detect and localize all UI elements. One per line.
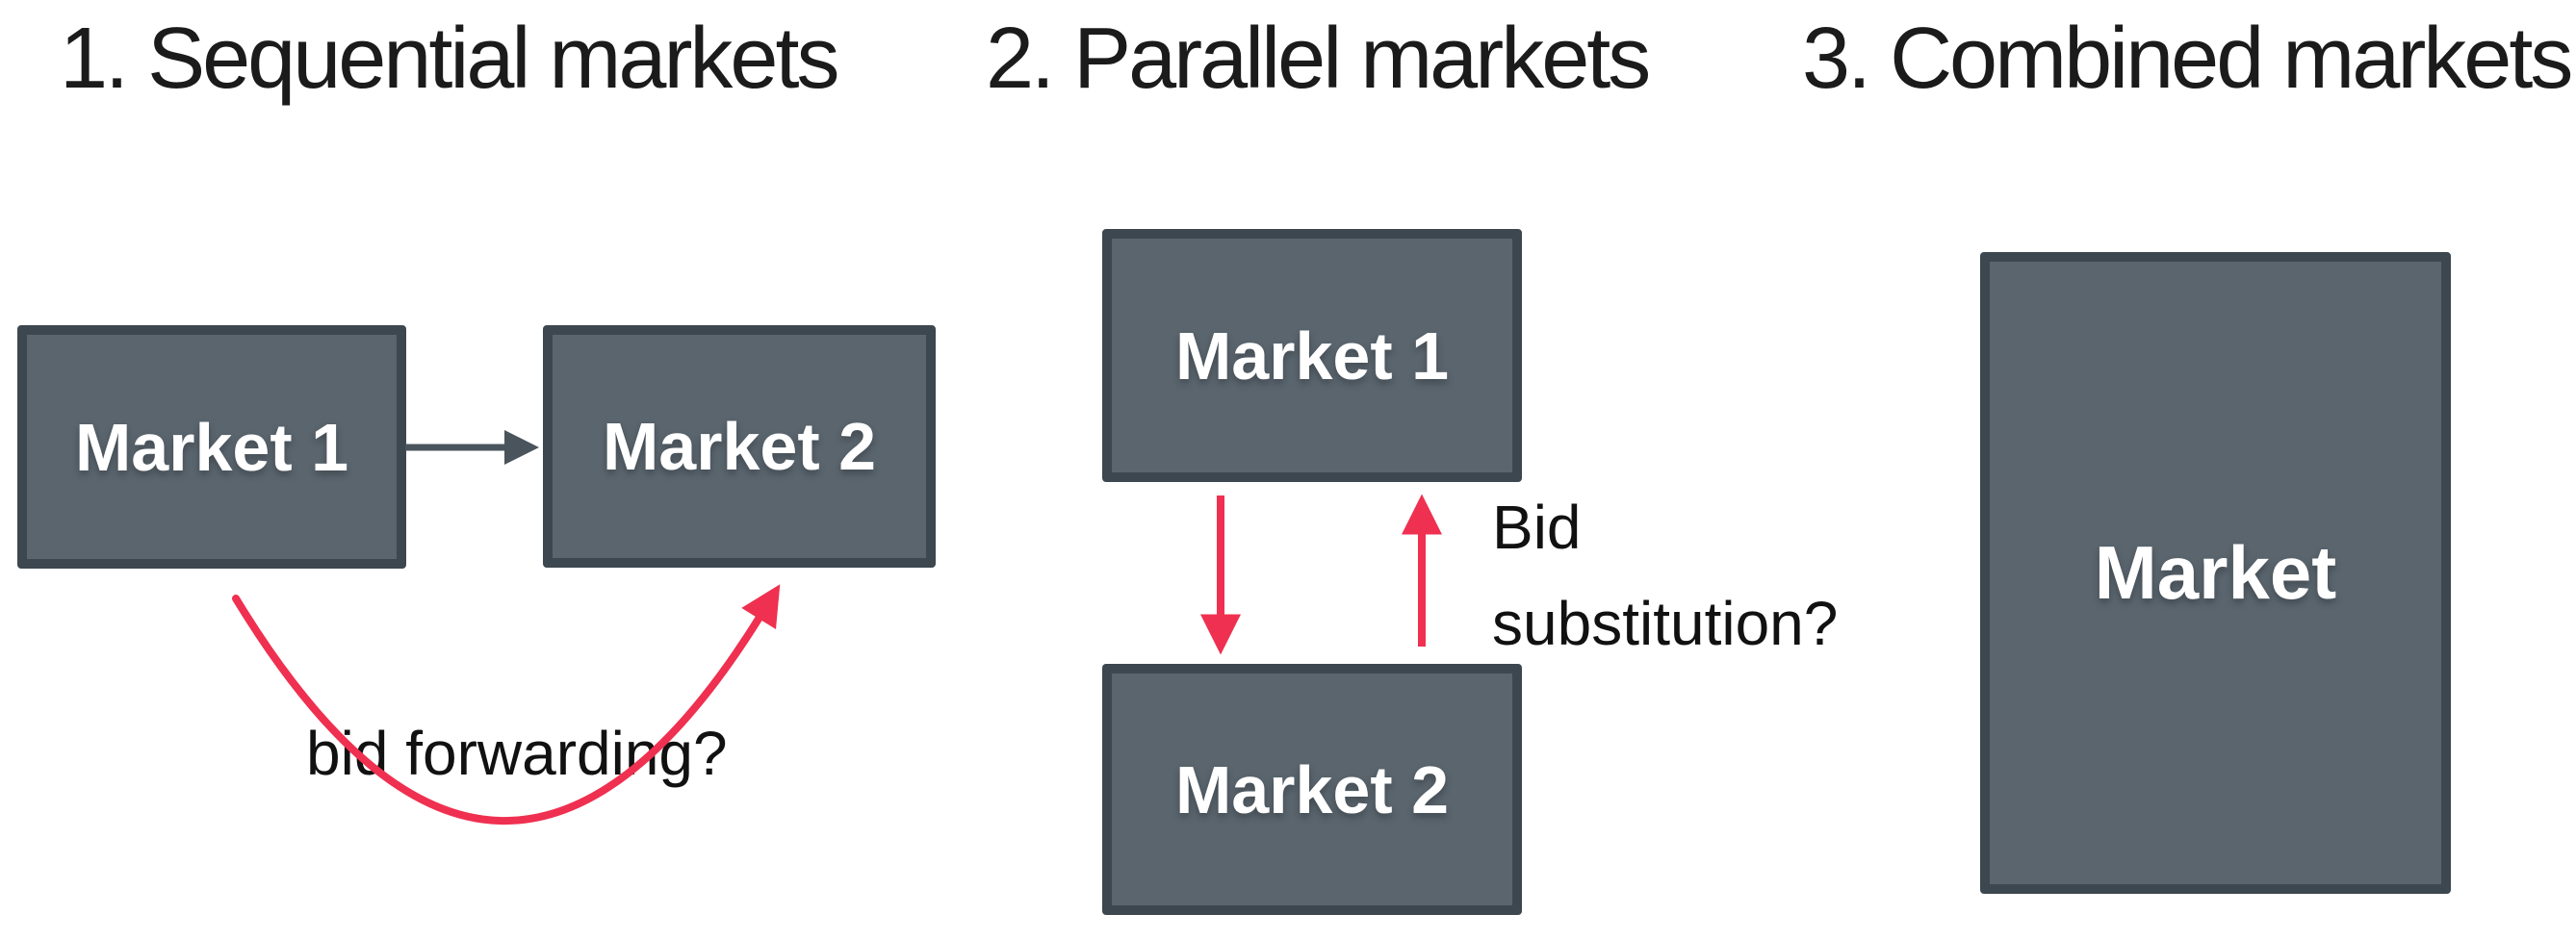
sequential-market-1-box: Market 1 — [17, 325, 406, 569]
sequential-market-2-box: Market 2 — [543, 325, 936, 568]
bid-substitution-line1: Bid — [1492, 493, 1582, 562]
parallel-market-2-box: Market 2 — [1102, 664, 1522, 915]
section-title-combined-markets: 3. Combined markets — [1802, 11, 2573, 107]
combined-market-label: Market — [2094, 530, 2337, 615]
sequential-market-1-label: Market 1 — [74, 409, 349, 485]
parallel-market-1-box: Market 1 — [1102, 229, 1522, 482]
bid-forwarding-annotation: bid forwarding? — [306, 719, 728, 788]
section-title-parallel-markets: 2. Parallel markets — [986, 11, 1651, 107]
parallel-market-1-label: Market 1 — [1174, 318, 1450, 394]
sequential-market-2-label: Market 2 — [602, 409, 877, 484]
bid-substitution-annotation: Bid substitution? — [1492, 479, 1838, 672]
parallel-market-2-label: Market 2 — [1174, 751, 1450, 827]
bid-substitution-line2: substitution? — [1492, 589, 1839, 658]
section-title-sequential-markets: 1. Sequential markets — [60, 11, 839, 107]
combined-market-box: Market — [1980, 252, 2451, 894]
